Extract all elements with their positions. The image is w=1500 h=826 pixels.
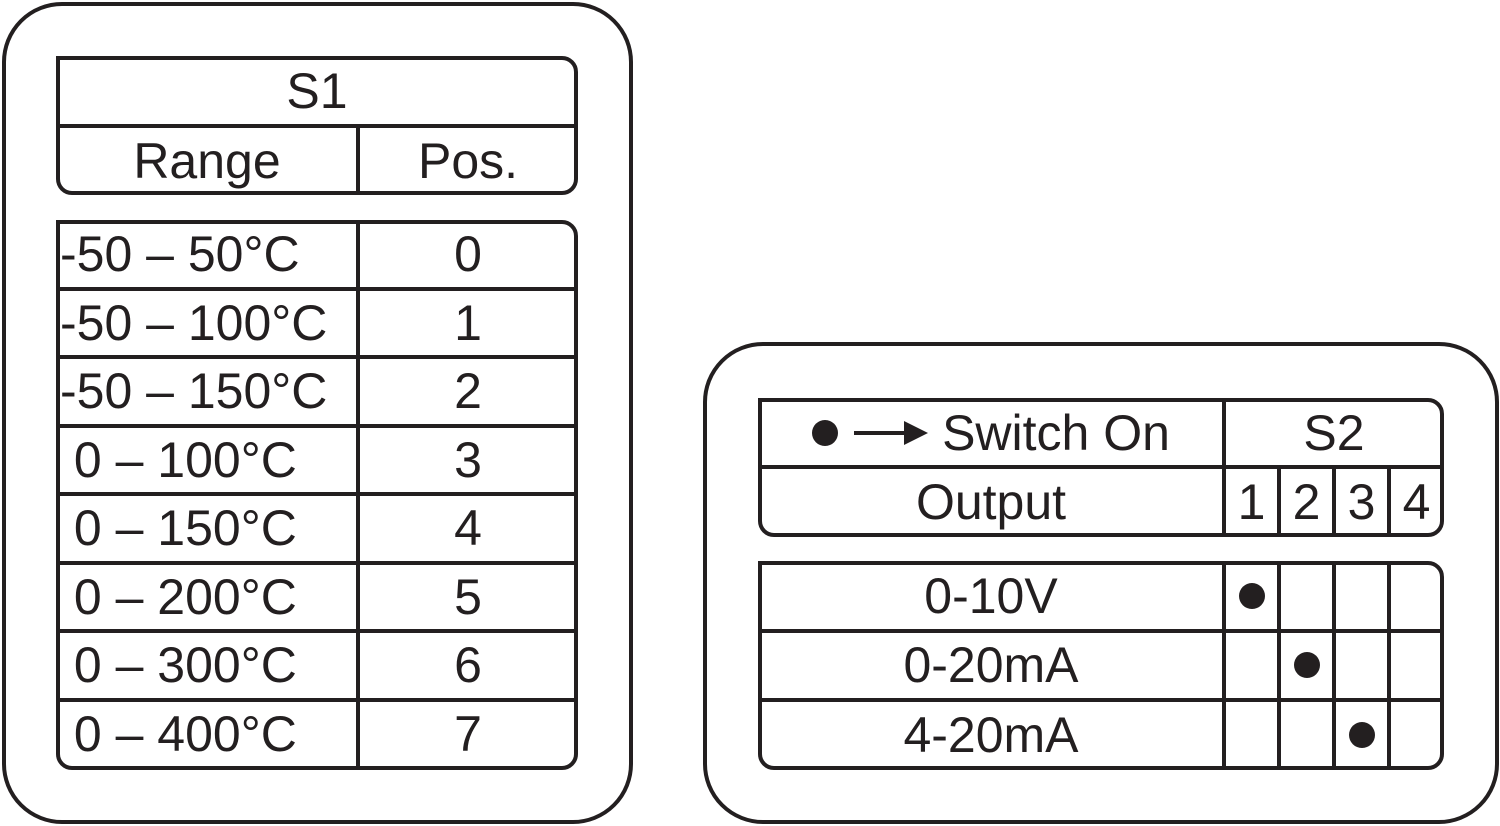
divider [1387,561,1391,770]
divider [1222,398,1226,537]
s2-panel [703,342,1499,824]
divider [56,355,578,359]
divider [1332,561,1336,770]
divider [758,628,1444,633]
s2-switch-number: 4 [1402,474,1431,530]
divider [1222,561,1226,770]
s1-range-cell: -50 – 50°C [60,226,300,283]
filled-dot-icon [812,419,839,446]
s1-pos-cell: 2 [454,363,482,420]
divider [1332,467,1336,537]
s1-range-cell: 0 – 400°C [60,705,297,762]
s2-output-header: Output [915,474,1067,530]
s2-output-cell: 0-20mA [903,637,1079,694]
s2-output-cell: 0-10V [924,567,1058,624]
s1-header-pos: Pos. [417,132,519,189]
s1-pos-cell: 5 [454,568,482,625]
s2-switch-cell [1279,700,1334,770]
s1-range-cell: -50 – 100°C [60,294,328,351]
divider [1277,561,1281,770]
s1-range-cell: 0 – 150°C [60,500,297,557]
s2-switch-cell [1389,631,1444,701]
divider [56,560,578,565]
s1-range-cell: 0 – 300°C [60,637,297,694]
s2-data-table [758,561,1444,770]
s2-switch-number: 1 [1237,474,1266,530]
divider [1277,467,1281,537]
s1-pos-cell: 0 [454,226,482,283]
s2-switch-cell [1224,700,1279,770]
s1-pos-cell: 6 [454,637,482,694]
divider [56,423,578,428]
divider [758,698,1444,702]
s1-range-cell: -50 – 150°C [60,363,328,420]
s2-switch-cell [1279,561,1334,631]
s1-title: S1 [286,63,348,119]
arrow-right-icon [854,420,929,445]
s1-panel [2,2,633,824]
divider [56,629,578,633]
divider [758,465,1444,469]
divider [1387,467,1391,537]
s2-legend: Switch On [758,398,1224,467]
filled-dot-icon [1348,721,1375,748]
s2-switch-cell [1279,631,1334,701]
s2-switch-cell [1224,561,1279,631]
s1-pos-cell: 3 [454,431,482,488]
s2-switch-number: 3 [1347,474,1376,530]
s1-pos-cell: 7 [454,705,482,762]
s1-range-cell: 0 – 100°C [60,431,297,488]
filled-dot-icon [1293,652,1320,679]
s2-switch-cell [1389,700,1444,770]
s1-header-range: Range [133,132,281,189]
divider [56,492,578,496]
s2-switch-number: 2 [1292,474,1321,530]
legend-text: Switch On [942,404,1170,461]
divider [356,126,360,195]
filled-dot-icon [1238,582,1265,609]
s1-pos-cell: 4 [454,500,482,557]
s1-pos-cell: 1 [454,294,482,351]
s2-title: S2 [1303,404,1365,461]
divider [56,286,578,291]
s2-switch-cell [1334,631,1389,701]
s2-switch-cell [1389,561,1444,631]
divider [56,697,578,702]
divider [56,124,578,128]
s2-switch-cell [1334,561,1389,631]
s2-output-cell: 4-20mA [903,706,1079,763]
s2-switch-cell [1334,700,1389,770]
s2-switch-cell [1224,631,1279,701]
s1-range-cell: 0 – 200°C [60,568,297,625]
